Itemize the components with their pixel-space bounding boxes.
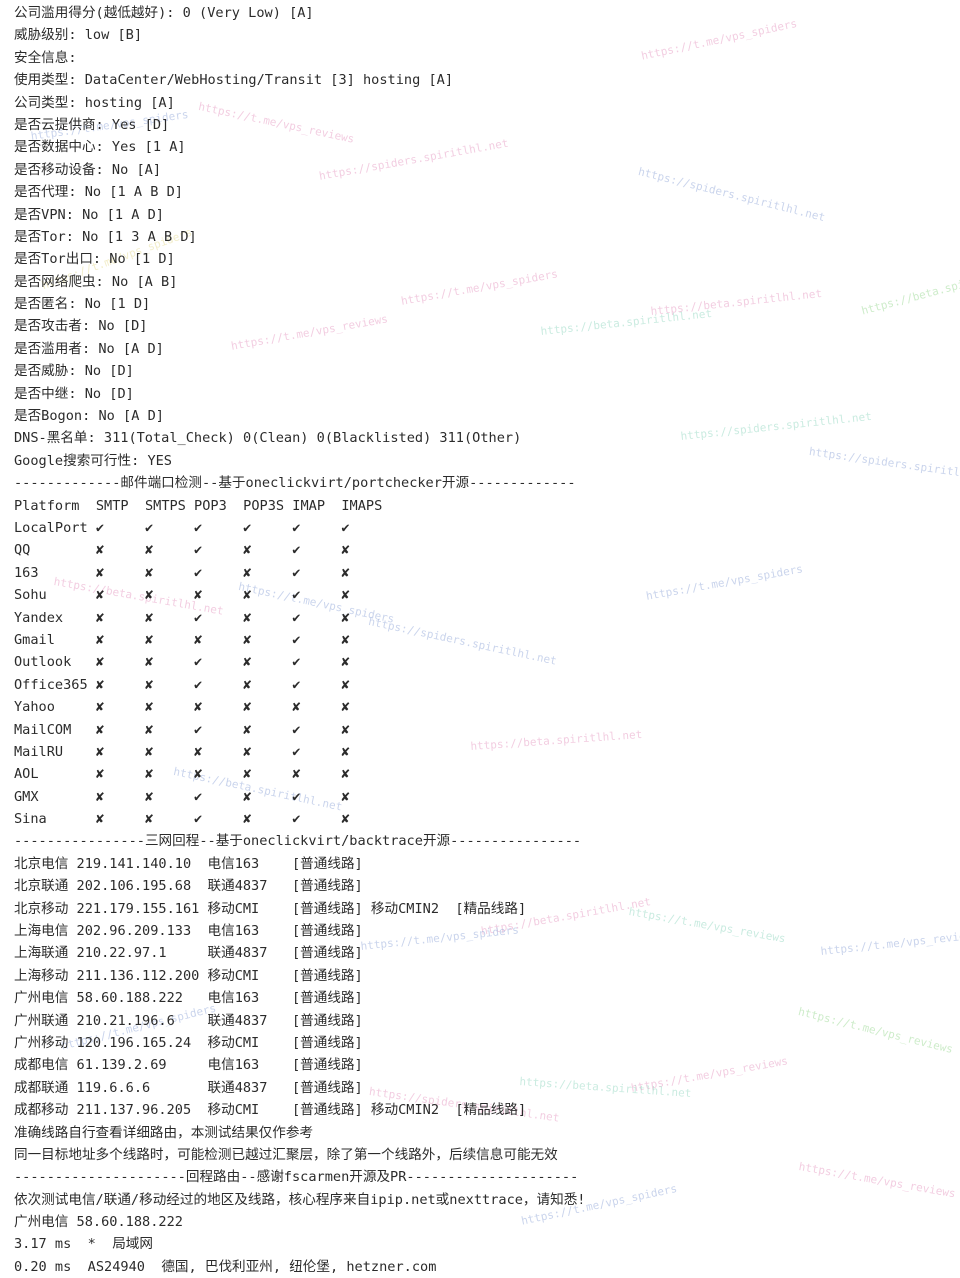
terminal-output: 公司滥用得分(越低越好): 0 (Very Low) [A] 威胁级别: low … [14, 2, 960, 1278]
terminal-line: 威胁级别: low [B] [14, 27, 143, 44]
terminal-line: Outlook ✘ ✘ ✔ ✘ ✔ ✘ [14, 654, 350, 671]
terminal-line: Platform SMTP SMTPS POP3 POP3S IMAP IMAP… [14, 497, 383, 514]
terminal-line: 是否Tor出口: No [1 D] [14, 251, 175, 268]
terminal-line: DNS-黑名单: 311(Total_Check) 0(Clean) 0(Bla… [14, 430, 522, 447]
terminal-line: 是否移动设备: No [A] [14, 161, 162, 178]
terminal-line: MailRU ✘ ✘ ✘ ✘ ✔ ✘ [14, 743, 350, 760]
terminal-line: 广州移动 120.196.165.24 移动CMI [普通线路] [14, 1034, 363, 1051]
terminal-line: -------------邮件端口检测--基于oneclickvirt/port… [14, 475, 576, 492]
terminal-line: 安全信息: [14, 49, 77, 66]
terminal-line: 是否网络爬虫: No [A B] [14, 273, 178, 290]
terminal-line: LocalPort ✔ ✔ ✔ ✔ ✔ ✔ [14, 519, 350, 536]
terminal-line: 依次测试电信/联通/移动经过的地区及线路，核心程序来自ipip.net或next… [14, 1191, 586, 1208]
terminal-line: 成都联通 119.6.6.6 联通4837 [普通线路] [14, 1079, 363, 1096]
terminal-line: 上海联通 210.22.97.1 联通4837 [普通线路] [14, 945, 363, 962]
terminal-line: Yandex ✘ ✘ ✔ ✘ ✔ ✘ [14, 609, 350, 626]
terminal-line: 是否代理: No [1 A B D] [14, 184, 183, 201]
terminal-line: 成都电信 61.139.2.69 电信163 [普通线路] [14, 1057, 363, 1074]
terminal-line: 是否Tor: No [1 3 A B D] [14, 228, 197, 245]
terminal-line: 上海移动 211.136.112.200 移动CMI [普通线路] [14, 967, 363, 984]
terminal-line: GMX ✘ ✘ ✔ ✘ ✔ ✘ [14, 788, 350, 805]
terminal-line: 3.17 ms * 局域网 [14, 1236, 153, 1253]
terminal-line: 是否匿名: No [1 D] [14, 296, 151, 313]
terminal-line: 0.20 ms AS24940 德国, 巴伐利亚州, 纽伦堡, hetzner.… [14, 1258, 437, 1275]
terminal-line: MailCOM ✘ ✘ ✔ ✘ ✔ ✘ [14, 721, 350, 738]
terminal-line: 公司类型: hosting [A] [14, 94, 175, 111]
terminal-line: 上海电信 202.96.209.133 电信163 [普通线路] [14, 923, 363, 940]
terminal-line: 是否云提供商: Yes [D] [14, 116, 170, 133]
terminal-line: ---------------------回程路由--感谢fscarmen开源及… [14, 1169, 579, 1186]
terminal-line: 北京联通 202.106.195.68 联通4837 [普通线路] [14, 878, 363, 895]
terminal-line: 准确线路自行查看详细路由，本测试结果仅作参考 [14, 1124, 314, 1141]
terminal-line: Google搜索可行性: YES [14, 452, 172, 469]
terminal-line: 北京电信 219.141.140.10 电信163 [普通线路] [14, 855, 363, 872]
terminal-line: 是否滥用者: No [A D] [14, 340, 164, 357]
terminal-line: 广州电信 58.60.188.222 电信163 [普通线路] [14, 990, 363, 1007]
terminal-line: 是否威胁: No [D] [14, 363, 134, 380]
terminal-line: 163 ✘ ✘ ✔ ✘ ✔ ✘ [14, 564, 350, 581]
terminal-line: 成都移动 211.137.96.205 移动CMI [普通线路] 移动CMIN2… [14, 1102, 527, 1119]
terminal-line: QQ ✘ ✘ ✔ ✘ ✔ ✘ [14, 542, 350, 559]
terminal-line: 广州电信 58.60.188.222 [14, 1214, 183, 1231]
terminal-line: 是否中继: No [D] [14, 385, 134, 402]
terminal-line: 广州联通 210.21.196.6 联通4837 [普通线路] [14, 1012, 363, 1029]
terminal-line: 是否数据中心: Yes [1 A] [14, 139, 186, 156]
terminal-line: Gmail ✘ ✘ ✘ ✘ ✔ ✘ [14, 631, 350, 648]
terminal-line: 使用类型: DataCenter/WebHosting/Transit [3] … [14, 72, 454, 89]
terminal-line: ----------------三网回程--基于oneclickvirt/bac… [14, 833, 582, 850]
terminal-line: 是否Bogon: No [A D] [14, 408, 164, 425]
terminal-line: 北京移动 221.179.155.161 移动CMI [普通线路] 移动CMIN… [14, 900, 527, 917]
terminal-line: Sina ✘ ✘ ✔ ✘ ✔ ✘ [14, 811, 350, 828]
terminal-line: 是否攻击者: No [D] [14, 318, 148, 335]
terminal-line: Office365 ✘ ✘ ✔ ✘ ✔ ✘ [14, 676, 350, 693]
terminal-line: Yahoo ✘ ✘ ✘ ✘ ✘ ✘ [14, 699, 350, 716]
terminal-line: 公司滥用得分(越低越好): 0 (Very Low) [A] [14, 5, 314, 21]
terminal-line: 同一目标地址多个线路时，可能检测已越过汇聚层，除了第一个线路外，后续信息可能无效 [14, 1146, 558, 1163]
terminal-line: 是否VPN: No [1 A D] [14, 206, 164, 223]
terminal-line: AOL ✘ ✘ ✘ ✘ ✘ ✘ [14, 766, 350, 783]
terminal-line: Sohu ✘ ✘ ✘ ✘ ✔ ✘ [14, 587, 350, 604]
